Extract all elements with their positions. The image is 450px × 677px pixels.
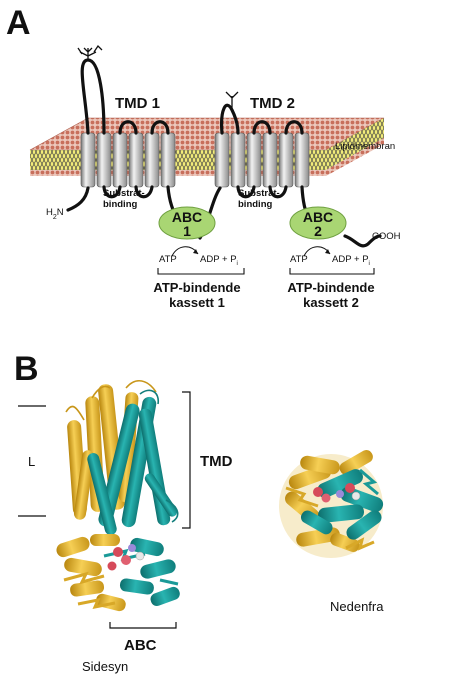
abc-label: ABC	[124, 637, 157, 654]
bottom-view-label: Nedenfra	[330, 599, 384, 614]
cassette-1-bracket	[157, 268, 245, 275]
substrate-binding-2-line2: binding	[238, 199, 272, 210]
atp-label-2: ATP	[290, 254, 308, 265]
tmd2-helices	[214, 132, 310, 188]
abc-bracket	[109, 622, 177, 629]
bottom-view-structure	[279, 450, 384, 558]
abc1-number: 1	[183, 223, 191, 239]
abc1-label: ABC	[172, 209, 202, 225]
cassette-2-line1: ATP-bindende	[287, 280, 374, 295]
cassette-2-bracket	[289, 268, 375, 275]
glycosylation-tree-icon	[77, 44, 239, 110]
tmd-bracket	[182, 391, 191, 529]
membrane-label: Lipidmembran	[335, 141, 395, 152]
tmd2-label: TMD 2	[250, 95, 295, 112]
cassette-1-line2: kassett 1	[169, 295, 225, 310]
adp-label-2: ADP + Pi	[332, 254, 370, 267]
tmd1-label: TMD 1	[115, 95, 160, 112]
side-view-structure	[56, 380, 180, 612]
membrane-l-label: L	[28, 454, 35, 469]
substrate-binding-2-line1: Substrat-	[238, 188, 280, 199]
abc2-label: ABC	[303, 209, 333, 225]
substrate-binding-1-line1: Substrat-	[103, 188, 145, 199]
abc2-number: 2	[314, 223, 322, 239]
abc-domain-1: ABC 1	[158, 206, 216, 240]
c-terminus-label: COOH	[372, 231, 401, 242]
panel-a-letter: A	[6, 4, 31, 42]
atp-hydrolysis-2: ATP ADP + Pi	[290, 246, 370, 267]
side-view-label: Sidesyn	[82, 659, 128, 674]
adp-label-1: ADP + Pi	[200, 254, 238, 267]
cassette-1-line1: ATP-bindende	[153, 280, 240, 295]
cassette-2-line2: kassett 2	[303, 295, 359, 310]
atp-label-1: ATP	[159, 254, 177, 265]
panel-b-letter: B	[14, 350, 39, 388]
substrate-binding-1-line2: binding	[103, 199, 137, 210]
tmd-label: TMD	[200, 453, 233, 470]
n-terminus-label: H2N	[46, 207, 64, 221]
atp-hydrolysis-1: ATP ADP + Pi	[159, 246, 238, 267]
abc-domain-2: ABC 2	[289, 206, 347, 240]
